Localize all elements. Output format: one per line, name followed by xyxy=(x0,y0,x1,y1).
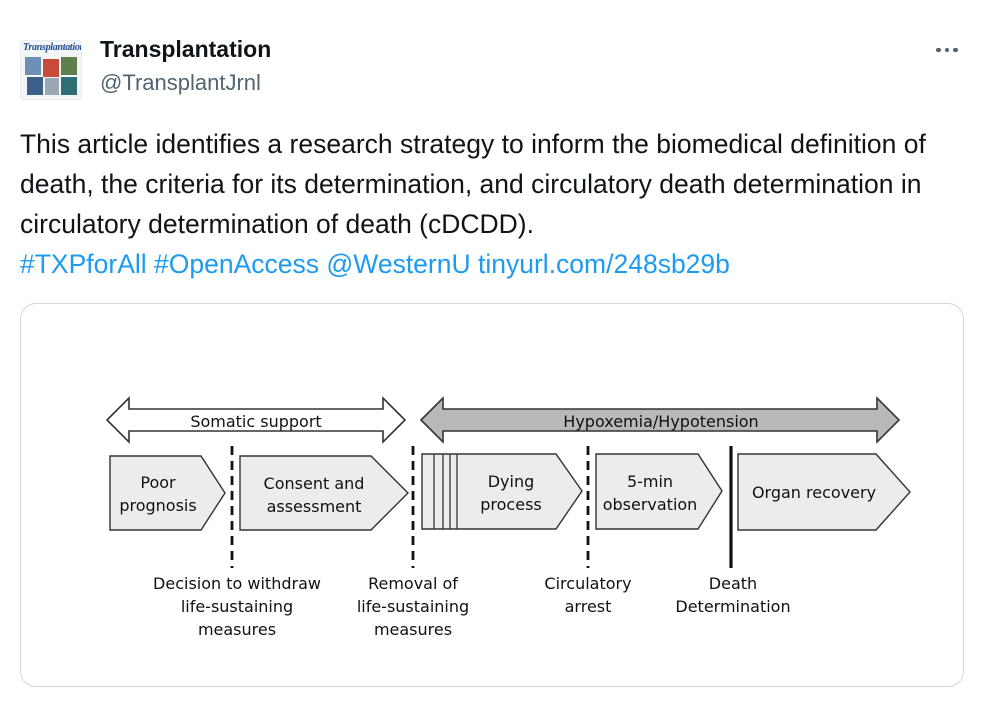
phase-observation-label-2: observation xyxy=(603,495,698,514)
phase-consent xyxy=(239,455,409,531)
hypoxemia-arrow xyxy=(419,396,901,444)
more-options-icon[interactable] xyxy=(931,38,963,62)
phase-organ-recovery xyxy=(737,453,911,531)
avatar-brand-text: Transplantation xyxy=(23,42,82,53)
event-withdraw-line-2: life-sustaining xyxy=(181,597,293,616)
hypoxemia-label: Hypoxemia/Hypotension xyxy=(563,412,758,431)
tweet-body: This article identifies a research strat… xyxy=(20,129,926,239)
timeline-diagram: Somatic support Hypoxemia/Hypotension Po… xyxy=(105,396,911,639)
event-arrest-line-1: Circulatory xyxy=(544,574,631,593)
phase-dying xyxy=(421,453,583,530)
event-removal-line-3: measures xyxy=(374,620,452,639)
tweet-media[interactable]: Somatic support Hypoxemia/Hypotension Po… xyxy=(20,303,964,687)
hashtag-link[interactable]: #OpenAccess xyxy=(154,249,320,279)
phase-observation-label-1: 5-min xyxy=(627,472,673,491)
event-arrest-line-2: arrest xyxy=(565,597,612,616)
event-death-line-1: Death xyxy=(709,574,757,593)
phase-observation xyxy=(595,453,723,530)
phase-dying-label-2: process xyxy=(480,495,541,514)
somatic-support-label: Somatic support xyxy=(190,412,321,431)
event-removal-line-1: Removal of xyxy=(368,574,458,593)
mention-link[interactable]: @WesternU xyxy=(326,249,471,279)
phase-poor-prognosis-label-1: Poor xyxy=(140,473,176,492)
phase-dying-label-1: Dying xyxy=(488,472,535,491)
event-withdraw-line-1: Decision to withdraw xyxy=(153,574,321,593)
phase-poor-prognosis-label-2: prognosis xyxy=(119,496,196,515)
phase-poor-prognosis xyxy=(109,455,226,531)
hashtag-link[interactable]: #TXPforAll xyxy=(20,249,147,279)
journal-covers-icon xyxy=(25,57,77,95)
tweet-text: This article identifies a research strat… xyxy=(20,124,950,284)
event-death-line-2: Determination xyxy=(675,597,790,616)
avatar[interactable]: Transplantation xyxy=(20,40,82,100)
display-name[interactable]: Transplantation xyxy=(100,36,272,62)
phase-consent-label-2: assessment xyxy=(267,497,362,516)
event-removal-line-2: life-sustaining xyxy=(357,597,469,616)
user-handle[interactable]: @TransplantJrnl xyxy=(100,70,261,95)
phase-organ-recovery-label: Organ recovery xyxy=(752,483,876,502)
event-withdraw-line-3: measures xyxy=(198,620,276,639)
somatic-support-arrow xyxy=(105,396,407,444)
url-link[interactable]: tinyurl.com/248sb29b xyxy=(478,249,730,279)
phase-consent-label-1: Consent and xyxy=(264,474,365,493)
